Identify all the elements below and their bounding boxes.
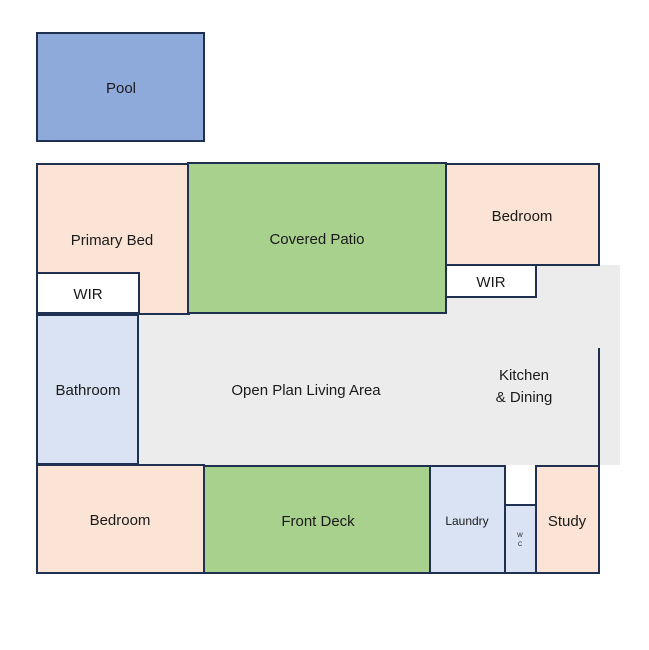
pool-label: Pool [106, 80, 136, 97]
living-area-label: Open Plan Living Area [231, 382, 381, 399]
study-label: Study [548, 513, 587, 530]
wir-left-label: WIR [73, 286, 102, 303]
kitchen-label-line1: Kitchen [499, 367, 549, 384]
covered-patio-area [187, 162, 447, 314]
primary-bed-label: Primary Bed [71, 232, 154, 249]
bathroom-room [36, 314, 139, 465]
wir-right-label: WIR [476, 274, 505, 291]
wc-label-line1: W [517, 533, 523, 539]
kitchen-label-line2: & Dining [496, 389, 553, 406]
wir-right-room [445, 264, 537, 298]
covered-patio-label: Covered Patio [269, 231, 364, 248]
wc-room [504, 504, 537, 574]
front-deck-label: Front Deck [281, 513, 355, 530]
front-deck-area [203, 465, 431, 574]
study-room [535, 465, 600, 574]
laundry-label: Laundry [445, 514, 488, 528]
bedroom-top-room [445, 163, 600, 266]
wc-label-line2: C [518, 542, 523, 548]
pool-area [36, 32, 205, 142]
bedroom-top-label: Bedroom [492, 208, 553, 225]
bathroom-label: Bathroom [55, 382, 120, 399]
laundry-room [429, 465, 506, 574]
bedroom-bottom-label: Bedroom [90, 512, 151, 529]
wir-left-room [36, 272, 140, 314]
